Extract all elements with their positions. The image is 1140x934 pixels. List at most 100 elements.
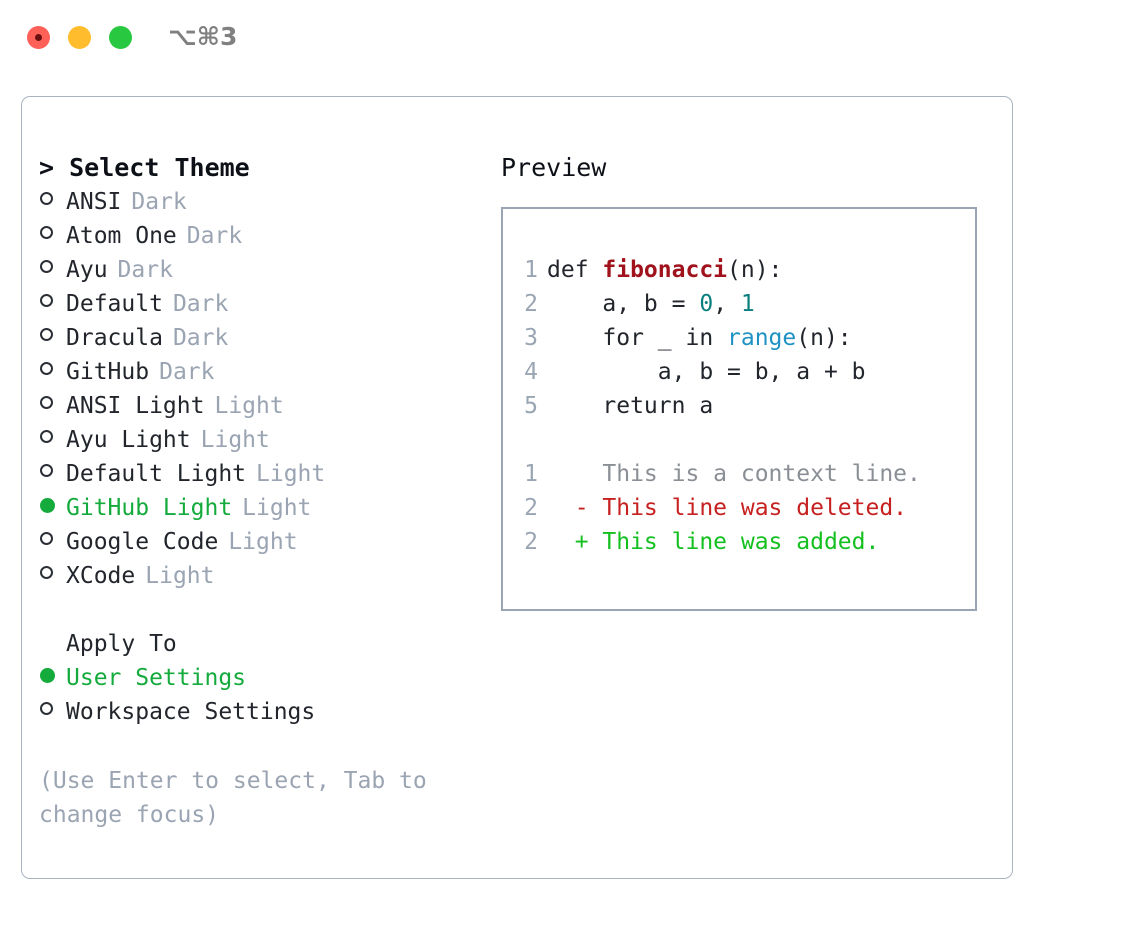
theme-name: XCode [66, 563, 136, 589]
theme-variant-tag: Dark [131, 189, 187, 215]
line-number: 3 [524, 325, 538, 351]
code-text: return a [547, 389, 713, 423]
close-button[interactable] [27, 26, 50, 49]
radio-mark [40, 430, 53, 443]
line-number: 1 [524, 257, 538, 283]
radio-mark [40, 702, 53, 715]
apply-to-label: Apply To [66, 631, 177, 657]
theme-variant-tag: Light [242, 495, 312, 521]
code-text: for _ in range(n): [547, 321, 852, 355]
theme-option-ayu[interactable]: Ayu Dark [39, 253, 499, 287]
radio-mark [40, 226, 53, 239]
code-token-plain: a, b = [547, 291, 700, 317]
radio-mark [40, 464, 53, 477]
theme-name: ANSI [66, 189, 122, 215]
theme-option-ansi[interactable]: ANSI Dark [39, 185, 499, 219]
theme-variant-tag: Light [228, 529, 298, 555]
line-number: 1 [524, 461, 538, 487]
code-line: 5 return a [503, 389, 975, 423]
line-number: 2 [524, 529, 538, 555]
theme-option-dracula[interactable]: Dracula Dark [39, 321, 499, 355]
radio-mark [40, 498, 55, 513]
theme-variant-tag: Dark [172, 325, 229, 351]
theme-name: Default [66, 291, 163, 317]
theme-name: Atom One [66, 223, 177, 249]
code-diff-spacer [503, 423, 975, 457]
code-token-plain: (n): [727, 257, 783, 283]
radio-mark [40, 668, 55, 683]
apply-to-option-label: User Settings [66, 665, 247, 691]
radio-mark [40, 294, 53, 307]
diff-text: This is a context line. [547, 461, 921, 487]
theme-option-ansi-light[interactable]: ANSI Light Light [39, 389, 499, 423]
radio-mark [40, 566, 53, 579]
theme-variant-tag: Dark [159, 359, 215, 385]
line-number: 5 [524, 393, 538, 419]
code-token-num: 0 [699, 291, 714, 317]
theme-name: ANSI Light [66, 393, 205, 419]
window-controls [27, 26, 132, 49]
theme-name: Ayu [66, 257, 108, 283]
theme-name: GitHub Light [66, 495, 233, 521]
code-token-plain: a, b = b, a + b [547, 359, 866, 385]
radio-mark [40, 532, 53, 545]
keyboard-shortcut-label: ⌥⌘3 [168, 22, 238, 51]
theme-name: Dracula [66, 325, 163, 351]
code-line: 3 for _ in range(n): [503, 321, 975, 355]
theme-option-google-code[interactable]: Google Code Light [39, 525, 499, 559]
theme-name: GitHub [66, 359, 150, 385]
code-line: 2 a, b = 0, 1 [503, 287, 975, 321]
minimize-button[interactable] [68, 26, 91, 49]
code-token-plain: , [713, 291, 741, 317]
code-token-fn: fibonacci [602, 257, 728, 283]
code-text: a, b = 0, 1 [547, 287, 755, 321]
code-line: 1 def fibonacci(n): [503, 253, 975, 287]
theme-option-default[interactable]: Default Dark [39, 287, 499, 321]
line-number: 2 [524, 495, 538, 521]
code-text: def fibonacci(n): [547, 253, 782, 287]
apply-to-heading: Apply To [39, 627, 499, 661]
diff-line-add: 2 + This line was added. [503, 525, 975, 559]
code-token-plain: return a [547, 393, 714, 419]
theme-variant-tag: Dark [172, 291, 229, 317]
keyboard-hint: (Use Enter to select, Tab to change focu… [39, 768, 427, 828]
radio-mark [40, 396, 53, 409]
theme-variant-tag: Light [214, 393, 284, 419]
apply-to-option-user-settings[interactable]: User Settings [39, 661, 499, 695]
theme-option-github-light[interactable]: GitHub Light Light [39, 491, 499, 525]
apply-to-bullet-spacer [39, 627, 66, 661]
theme-name: Google Code [66, 529, 219, 555]
line-number: 4 [524, 359, 538, 385]
line-number: 2 [524, 291, 538, 317]
code-text: a, b = b, a + b [547, 355, 866, 389]
code-token-plain: (n): [796, 325, 852, 351]
code-token-plain: for _ in [547, 325, 728, 351]
maximize-button[interactable] [109, 26, 132, 49]
theme-variant-tag: Light [145, 563, 215, 589]
radio-mark [40, 328, 53, 341]
theme-option-github[interactable]: GitHub Dark [39, 355, 499, 389]
theme-variant-tag: Dark [117, 257, 173, 283]
theme-name: Default Light [66, 461, 247, 487]
code-token-num: 1 [740, 291, 755, 317]
radio-mark [40, 362, 53, 375]
diff-line-del: 2 - This line was deleted. [503, 491, 975, 525]
theme-name: Ayu Light [66, 427, 191, 453]
diff-line-ctx: 1 This is a context line. [503, 457, 975, 491]
diff-text: + This line was added. [547, 529, 880, 555]
radio-mark [40, 260, 53, 273]
theme-variant-tag: Light [200, 427, 270, 453]
theme-option-xcode[interactable]: XCode Light [39, 559, 499, 593]
apply-to-option-workspace-settings[interactable]: Workspace Settings [39, 695, 499, 729]
theme-option-ayu-light[interactable]: Ayu Light Light [39, 423, 499, 457]
diff-text: - This line was deleted. [547, 495, 908, 521]
